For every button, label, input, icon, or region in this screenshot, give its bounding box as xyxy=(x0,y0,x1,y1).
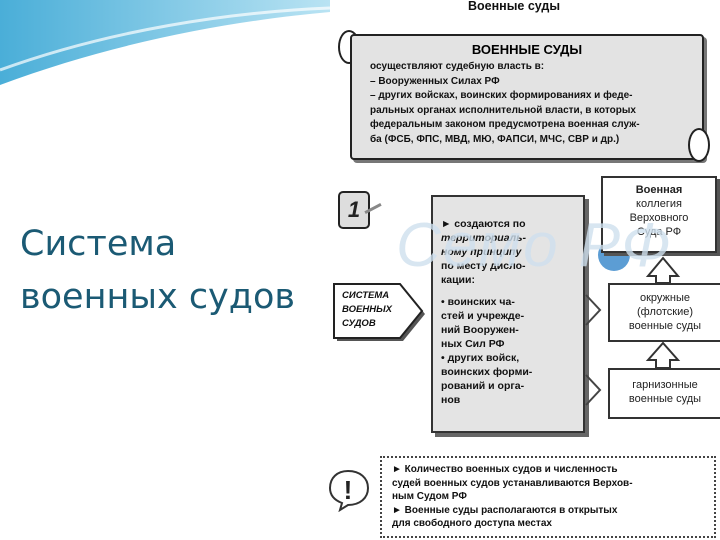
slide-title-line-1: Система xyxy=(20,224,177,264)
decorative-swoosh xyxy=(0,0,330,90)
collegium-line: Суда РФ xyxy=(636,226,682,238)
collegium-line: коллегия xyxy=(636,198,682,210)
notes-box: ► Количество военных судов и численность… xyxy=(380,456,716,538)
scroll-line: – других войсках, воинских формированиях… xyxy=(370,90,633,101)
district-courts-box: окружные (флотские) военные суды xyxy=(608,283,720,342)
note-line: для свободного доступа местах xyxy=(392,518,552,529)
principle-line: воинских форми- xyxy=(441,366,533,378)
warning-mark: ! xyxy=(343,475,353,505)
note-line: судей военных судов устанавливаются Верх… xyxy=(392,477,633,489)
principle-line: ► создаются по xyxy=(441,218,526,230)
scroll-line: федеральным законом предусмотрена военна… xyxy=(370,119,640,130)
scroll-line: осуществляют судебную власть в: xyxy=(370,61,545,72)
principle-line: нов xyxy=(441,394,461,406)
principle-line: • воинских ча- xyxy=(441,296,515,308)
district-line: окружные xyxy=(639,292,690,304)
military-collegium-box: Военная коллегия Верховного Суда РФ xyxy=(601,176,717,253)
principle-line: по месту дисло- xyxy=(441,260,526,272)
garrison-courts-box: гарнизонные военные суды xyxy=(608,368,720,419)
garrison-line: военные суды xyxy=(628,393,702,405)
arrow-up-icon xyxy=(645,256,681,284)
collegium-line: Верховного xyxy=(629,212,689,224)
arrow-up-icon xyxy=(645,341,681,369)
note-line: ► Количество военных судов и численность xyxy=(392,464,618,475)
exclamation-bubble-icon xyxy=(328,469,370,513)
principle-line: кации: xyxy=(441,274,475,286)
principle-line: территориаль- xyxy=(441,232,526,244)
garrison-line: гарнизонные xyxy=(632,379,698,391)
arrow-label-line: СИСТЕМА xyxy=(342,290,390,301)
arrow-label-line: ВОЕННЫХ xyxy=(342,304,392,315)
arrow-label-line: СУДОВ xyxy=(342,318,376,329)
district-line: военные суды xyxy=(628,320,702,332)
system-arrow-label: СИСТЕМА ВОЕННЫХ СУДОВ xyxy=(342,289,392,331)
collegium-line: Военная xyxy=(635,184,683,196)
scroll-line: ба (ФСБ, ФПС, МВД, МЮ, ФАПСИ, МЧС, СВР и… xyxy=(370,133,620,145)
note-line: ► Военные суды располагаются в открытых xyxy=(392,504,618,516)
district-line: (флотские) xyxy=(636,306,694,318)
court-system-scheme: Военные суды ВОЕННЫЕ СУДЫ осуществляют с… xyxy=(318,0,720,540)
scroll-body: ВОЕННЫЕ СУДЫ осуществляют судебную власт… xyxy=(350,34,704,160)
scroll-curl-right xyxy=(688,128,710,162)
slide-title: Система военных судов xyxy=(20,218,320,324)
system-arrow: СИСТЕМА ВОЕННЫХ СУДОВ xyxy=(328,276,428,346)
notes-text: ► Количество военных судов и численность… xyxy=(392,463,708,531)
chevron-right-icon xyxy=(585,374,602,406)
creation-principle-text: ► создаются по территориаль- ному принци… xyxy=(441,217,576,407)
principle-line: рований и орга- xyxy=(441,380,525,392)
scroll-line: ральных органах исполнительной власти, в… xyxy=(370,104,636,116)
principle-line: • других войск, xyxy=(441,352,520,364)
scroll-banner: ВОЕННЫЕ СУДЫ осуществляют судебную власт… xyxy=(336,30,712,165)
principle-line xyxy=(441,287,576,295)
scroll-text: осуществляют судебную власть в: – Вооруж… xyxy=(370,60,704,147)
arrow-shape-icon xyxy=(333,283,425,341)
scheme-header: Военные суды xyxy=(468,0,561,13)
principle-line: стей и учрежде- xyxy=(441,310,525,322)
scroll-title: ВОЕННЫЕ СУДЫ xyxy=(471,42,583,57)
slide-title-line-2: военных судов xyxy=(20,277,296,317)
warning-sign: ! xyxy=(328,468,372,513)
principle-line: ных Сил РФ xyxy=(441,338,505,350)
note-line: ным Судом РФ xyxy=(392,491,467,502)
scroll-line: – Вооруженных Силах РФ xyxy=(370,75,500,87)
principle-line: ний Вооружен- xyxy=(441,324,519,336)
principle-line: ному принципу xyxy=(441,246,522,258)
creation-principle-box: ► создаются по территориаль- ному принци… xyxy=(431,195,585,433)
chevron-right-icon xyxy=(585,294,602,326)
